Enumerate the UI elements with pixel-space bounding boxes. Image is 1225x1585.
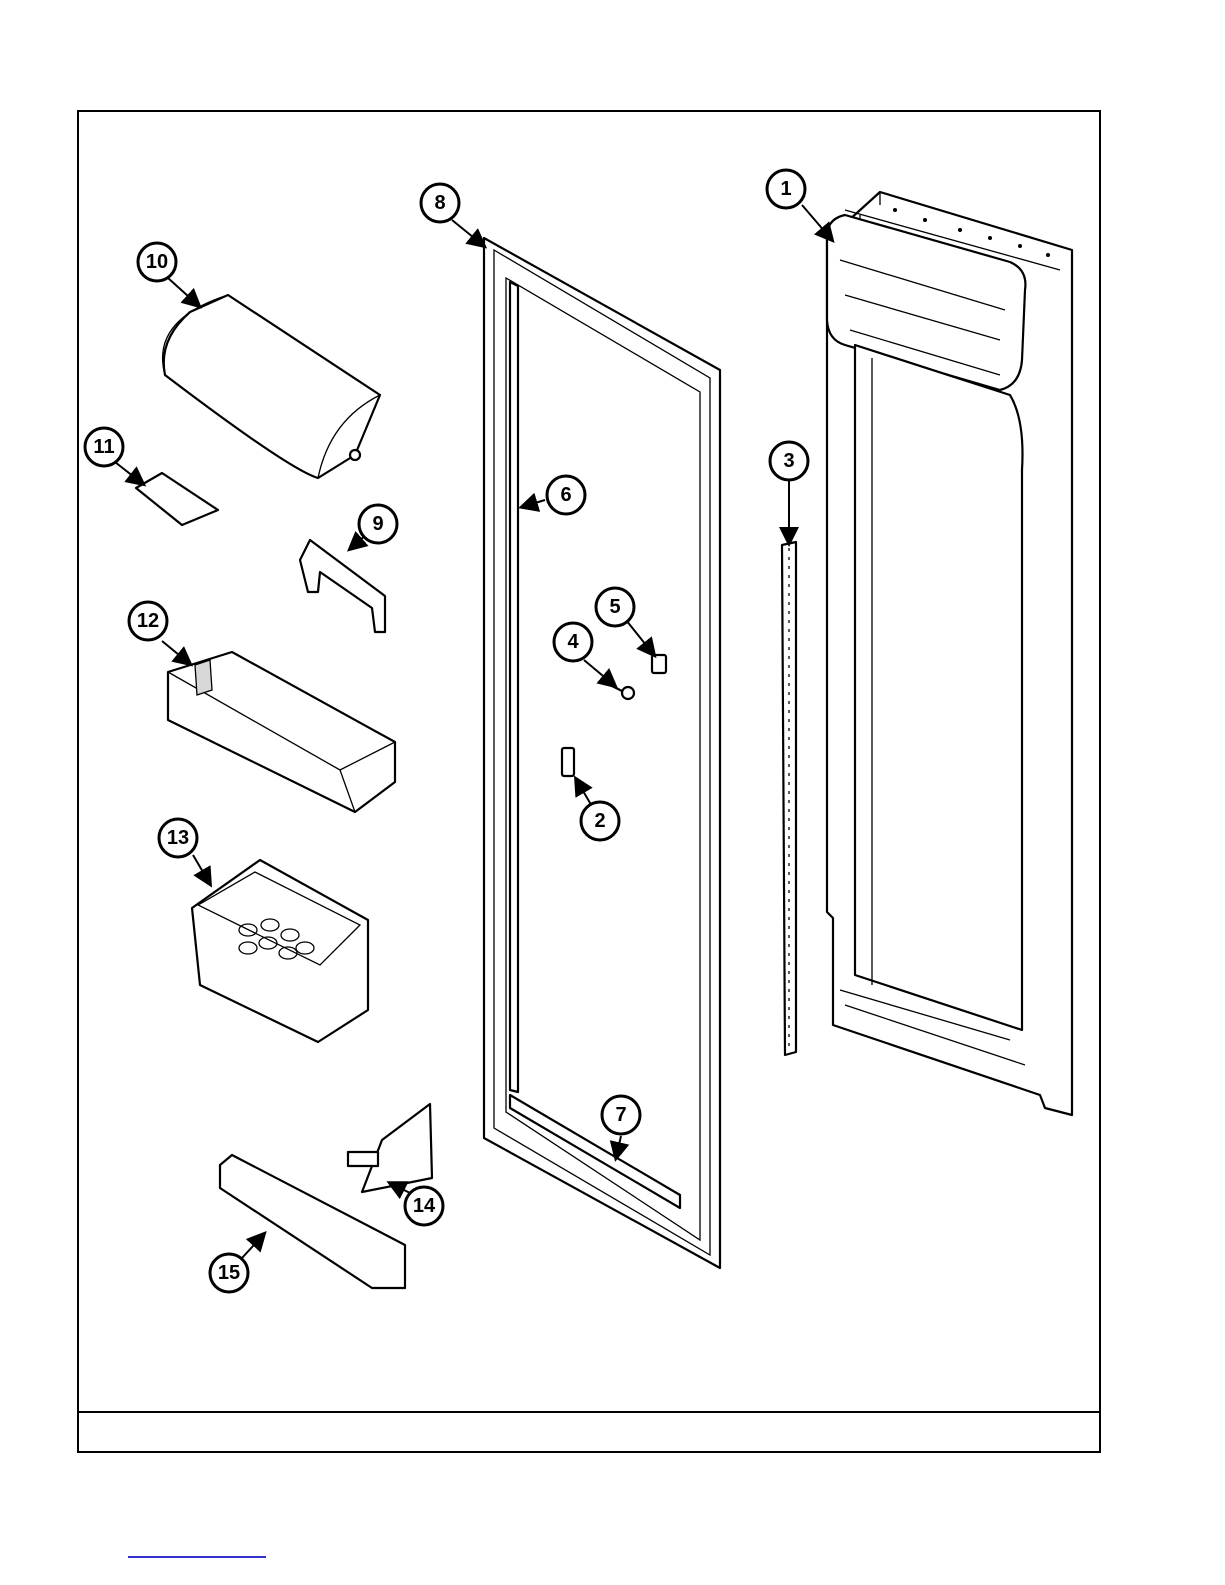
callout-3-label: 3: [783, 450, 794, 472]
callout-4-label: 4: [567, 631, 579, 653]
callout-11-label: 11: [93, 436, 114, 458]
callout-1: 1: [767, 170, 805, 208]
callout-12-label: 12: [137, 610, 159, 632]
callout-6: 6: [547, 476, 585, 514]
part-bracket: [300, 540, 385, 632]
callout-15-label: 15: [218, 1262, 240, 1284]
callout-8: 8: [421, 184, 459, 222]
callout-7: 7: [602, 1096, 640, 1134]
callout-11: 11: [85, 428, 123, 466]
part-door-liner: [827, 192, 1072, 1115]
callout-14-label: 14: [413, 1195, 436, 1217]
callout-4: 4: [554, 623, 592, 661]
callout-2-label: 2: [594, 810, 605, 832]
callout-7-label: 7: [615, 1104, 626, 1126]
callout-9: 9: [359, 505, 397, 543]
callout-13: 13: [159, 819, 197, 857]
callout-12: 12: [129, 602, 167, 640]
part-egg-bin: [192, 860, 368, 1042]
callout-1-label: 1: [780, 178, 791, 200]
callout-10: 10: [138, 243, 176, 281]
callout-9-label: 9: [372, 513, 383, 535]
part-divider: [348, 1104, 432, 1192]
callout-13-label: 13: [167, 827, 189, 849]
part-door-stop: [562, 748, 574, 776]
part-clip: [652, 655, 666, 673]
part-side-strip: [510, 282, 518, 1092]
callout-2: 2: [581, 802, 619, 840]
callout-5-label: 5: [609, 596, 620, 618]
callout-5: 5: [596, 588, 634, 626]
callout-3: 3: [770, 442, 808, 480]
part-breaker-strip: [782, 542, 796, 1055]
part-tray: [136, 473, 218, 525]
callout-8-label: 8: [434, 192, 445, 214]
callout-14: 14: [405, 1187, 443, 1225]
part-dairy-door: [163, 295, 380, 478]
part-door-bin: [168, 652, 395, 812]
callout-10-label: 10: [146, 251, 168, 273]
callout-6-label: 6: [560, 484, 571, 506]
callout-15: 15: [210, 1254, 248, 1292]
